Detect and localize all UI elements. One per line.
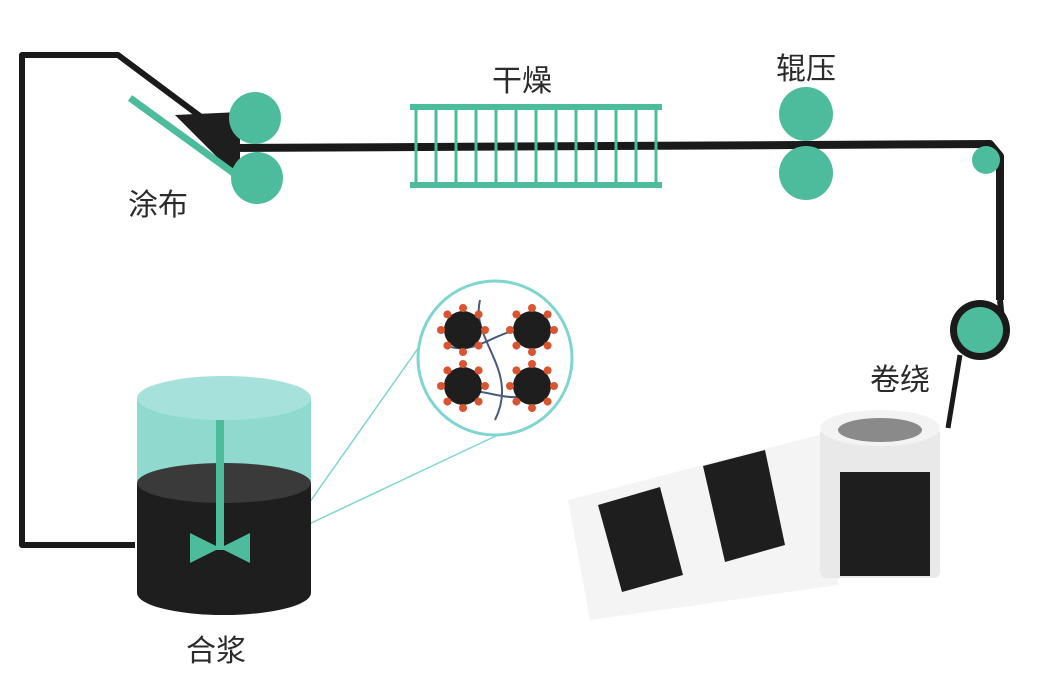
stirrer-blade-left (190, 533, 220, 563)
mixing-tank (137, 376, 311, 615)
conductive-dot (481, 326, 489, 334)
conductive-dot (543, 366, 552, 375)
dryer-top-rail (410, 104, 662, 110)
conductive-dot (543, 397, 552, 406)
tank-bottom (137, 571, 311, 615)
guide-roller (972, 146, 1000, 174)
conductive-dot (474, 310, 483, 319)
label-rolling: 辊压 (776, 52, 836, 87)
conductive-dot (443, 341, 452, 350)
conductive-dot (437, 382, 445, 390)
conductive-dot (459, 404, 467, 412)
conductive-dot (528, 348, 536, 356)
active-particles (437, 304, 558, 412)
conductive-dot (459, 304, 467, 312)
conductive-dot (512, 341, 521, 350)
conductive-dot (543, 341, 552, 350)
zoom-line-top (289, 319, 439, 531)
conductive-dot (506, 382, 514, 390)
coater-roller-top (229, 92, 281, 144)
calender (779, 87, 833, 200)
stirrer-shaft (216, 420, 224, 550)
conductive-dot (550, 326, 558, 334)
conductive-dot (528, 404, 536, 412)
dryer (410, 104, 662, 188)
zoom-line-bottom (289, 433, 501, 534)
wound-electrode (568, 410, 940, 620)
active-particle (513, 311, 551, 349)
winding-roll-electrode (840, 472, 930, 576)
coater-blade (127, 95, 253, 188)
conductive-dot (437, 326, 445, 334)
label-coating: 涂布 (128, 188, 188, 223)
slurry-feed-line (19, 52, 234, 548)
conductive-dot (443, 397, 452, 406)
winding-roller (950, 300, 1010, 360)
coater (127, 92, 283, 204)
active-particle (444, 311, 482, 349)
conductive-dot (550, 382, 558, 390)
conductive-dot (474, 397, 483, 406)
winding-roll-opening (838, 418, 922, 442)
conductive-dot (459, 360, 467, 368)
conductive-dot (443, 310, 452, 319)
particle-magnifier (416, 279, 574, 437)
conductive-dot (512, 397, 521, 406)
stirrer-blade-right (220, 533, 250, 563)
electrode-sheet-2 (703, 450, 785, 562)
conductive-dot (506, 326, 514, 334)
conductive-dot (512, 366, 521, 375)
conductive-dot (528, 304, 536, 312)
calender-roller-bottom (779, 146, 833, 200)
magnifier-circle (416, 279, 574, 437)
coater-roller-bottom (231, 152, 283, 204)
calender-roller-top (779, 87, 833, 141)
active-particle (513, 367, 551, 405)
conductive-dot (528, 360, 536, 368)
dryer-rack (414, 110, 658, 182)
winder-feed-line (945, 354, 963, 429)
tank-top-rim (137, 376, 311, 420)
active-particle (444, 367, 482, 405)
electrode-sheet-1 (598, 487, 683, 592)
conductive-dot (459, 348, 467, 356)
dryer-bottom-rail (410, 182, 662, 188)
conductive-dot (543, 310, 552, 319)
label-mixing: 合浆 (186, 634, 246, 669)
label-winding: 卷绕 (870, 363, 930, 398)
winding-roller-core (957, 307, 1003, 353)
label-drying: 干燥 (492, 64, 552, 99)
conductive-dot (474, 341, 483, 350)
conductive-dot (481, 382, 489, 390)
conductive-dot (443, 366, 452, 375)
conductive-dot (512, 310, 521, 319)
conductive-dot (474, 366, 483, 375)
